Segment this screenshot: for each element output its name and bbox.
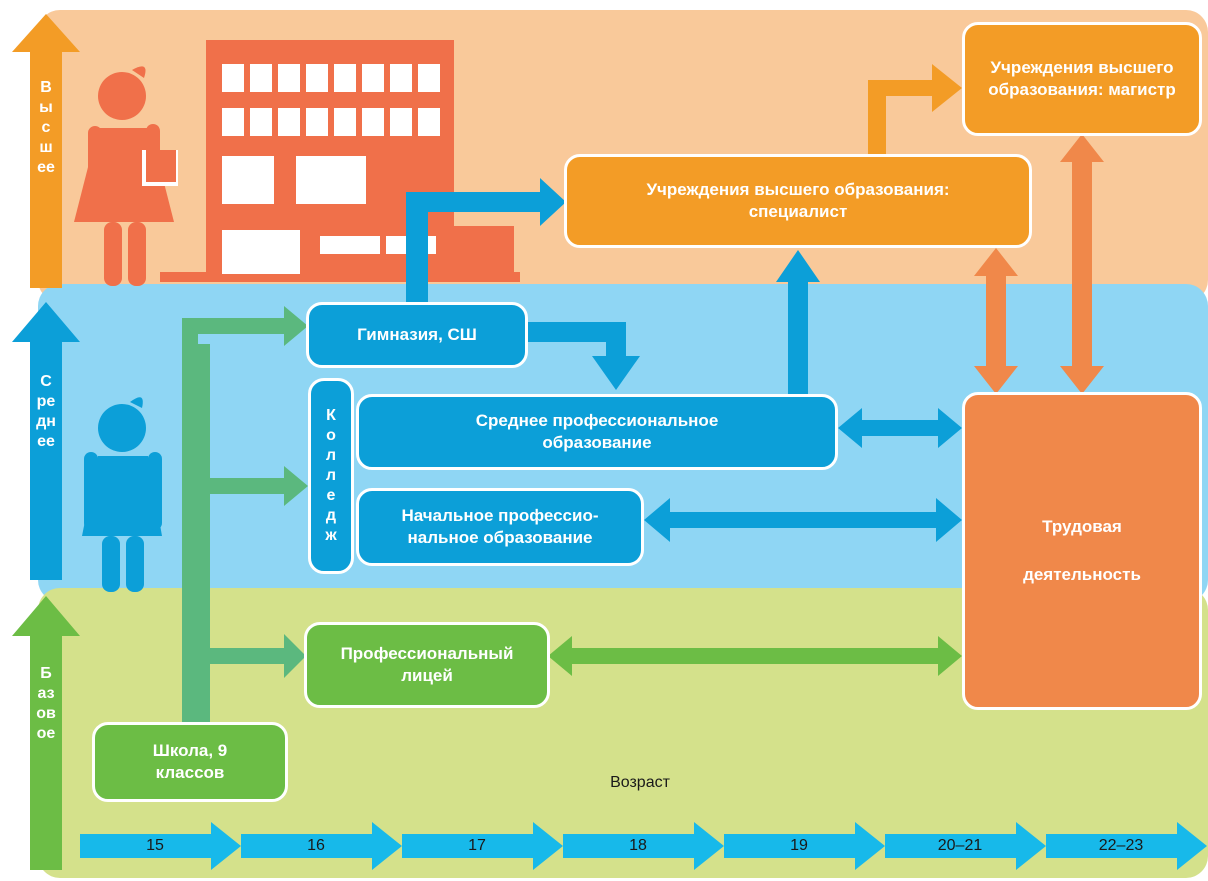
work-node-label-line1: Трудовая [1042,517,1122,536]
specialist-work-arrow [974,248,1018,394]
specialist-node: Учреждения высшего образования: специали… [564,154,1032,248]
school-branch-arrows [182,306,308,724]
age-arrow-segment [402,822,563,870]
age-tick-label: 18 [629,837,647,854]
age-arrow-segment [885,822,1046,870]
initial-prof-node: Начальное профессио- нальное образование [356,488,644,566]
university-building-icon [160,40,520,282]
age-tick-label: 22–23 [1098,837,1144,854]
college-node: Колледж [308,378,354,574]
basic-level-arrow [12,596,80,870]
gymnasium-to-secondary-prof-arrow [526,322,640,390]
master-work-arrow [1060,134,1104,394]
student-girl-icon [74,66,178,286]
age-axis-title: Возраст [610,774,670,791]
initial-prof-work-arrow [644,498,962,542]
work-node-label-line2: деятельность [1023,565,1141,584]
secondary-prof-node: Среднее профессиональное образование [356,394,838,470]
master-node: Учреждения высшего образования: магистр [962,22,1202,136]
secondary-prof-node-label: Среднее профессиональное образование [475,411,719,452]
school-node-label: Школа, 9 классов [152,741,228,782]
age-tick-label: 17 [468,837,486,854]
age-tick-label: 19 [790,837,808,854]
basic-level-label: Базовое [36,665,56,742]
master-node-label: Учреждения высшего образования: магистр [988,58,1176,99]
work-node: Трудовая деятельность [962,392,1202,710]
higher-level-arrow [12,14,80,288]
secondary-level-label: Среднее [36,373,56,450]
college-node-label: Колледж [325,407,337,544]
lyceum-work-arrow [548,636,962,676]
secondary-prof-to-specialist-arrow [776,250,820,396]
specialist-to-master-arrow [868,64,962,158]
age-tick-label: 16 [307,837,325,854]
student-boy-icon [82,397,162,592]
secondary-level-arrow [12,302,80,580]
secondary-prof-work-arrow [838,408,962,448]
lyceum-node-label: Профессиональный лицей [340,644,514,685]
lyceum-node: Профессиональный лицей [304,622,550,708]
gymnasium-node-label: Гимназия, СШ [357,325,477,344]
age-arrow-segment [563,822,724,870]
age-arrow-segment [724,822,885,870]
school-node: Школа, 9 классов [92,722,288,802]
specialist-node-label: Учреждения высшего образования: специали… [646,180,950,221]
age-tick-label: 15 [146,837,164,854]
age-arrow-segment [241,822,402,870]
age-tick-label: 20–21 [937,837,983,854]
higher-level-label: Высшее [37,79,55,176]
gymnasium-to-specialist-arrow [406,178,566,306]
gymnasium-node: Гимназия, СШ [306,302,528,368]
age-arrow-segment [1046,822,1207,870]
initial-prof-node-label: Начальное профессио- нальное образование [401,506,599,547]
age-arrow-segment [80,822,241,870]
age-axis-arrows [80,822,1207,870]
